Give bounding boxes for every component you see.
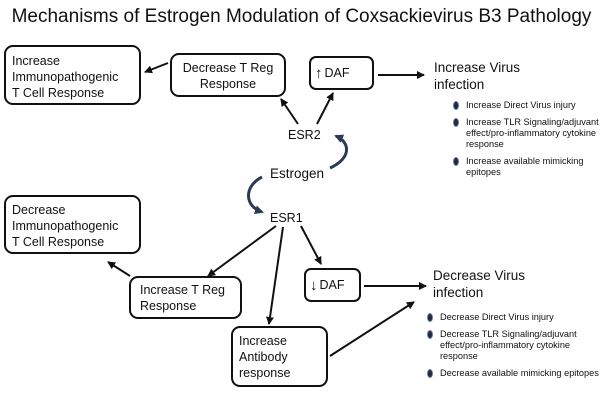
- arrow-esr2-to-dafup: [316, 92, 334, 125]
- arrow-antibody-to-dvirus: [329, 301, 415, 357]
- bullet-icon: [427, 330, 433, 339]
- arrow-esr2-to-dtreg: [280, 98, 299, 125]
- arrow-itreg-to-dimmuno: [107, 261, 131, 277]
- list-item: Decrease TLR Signaling/adjuvant effect/p…: [427, 329, 601, 362]
- list-item: Increase available mimicking epitopes: [453, 156, 601, 178]
- list-item: Increase Direct Virus injury: [453, 100, 601, 111]
- arrow-esr1-to-itreg: [207, 225, 277, 277]
- node-decrease-immunopathogenic: Decrease Immunopathogenic T Cell Respons…: [4, 195, 141, 254]
- decrease-effects-list: Decrease Direct Virus injury Decrease TL…: [427, 312, 601, 385]
- up-arrow-icon: ↑: [315, 64, 323, 82]
- arrow-esr1-to-antibody: [266, 226, 284, 325]
- node-increase-antibody-response: Increase Antibody response: [231, 326, 328, 387]
- diagram-title: Mechanisms of Estrogen Modulation of Cox…: [11, 6, 592, 27]
- node-decrease-virus-infection: Decrease Virus infection: [433, 268, 526, 300]
- bullet-icon: [427, 313, 433, 322]
- list-item: Decrease available mimicking epitopes: [427, 368, 601, 379]
- node-increase-treg: Increase T Reg Response: [129, 276, 242, 319]
- node-esr1: ESR1: [270, 211, 303, 225]
- node-increase-immunopathogenic: Increase Immunopathogenic T Cell Respons…: [4, 45, 141, 105]
- arrow-dtreg-to-iimmuno: [144, 62, 169, 74]
- node-esr2: ESR2: [288, 128, 321, 142]
- arrow-esr1-to-dafdown: [300, 225, 322, 265]
- node-increase-virus-infection: Increase Virus infection: [434, 60, 521, 92]
- node-daf-up: ↑ DAF: [309, 56, 374, 90]
- bullet-icon: [453, 157, 459, 166]
- increase-effects-list: Increase Direct Virus injury Increase TL…: [453, 100, 601, 184]
- bullet-icon: [453, 101, 459, 110]
- node-estrogen: Estrogen: [270, 166, 325, 181]
- bullet-icon: [427, 369, 433, 378]
- arrow-estrogen-to-esr1: [247, 175, 264, 215]
- node-daf-down: ↓ DAF: [304, 268, 361, 302]
- node-decrease-treg: Decrease T Reg Response: [170, 53, 286, 97]
- down-arrow-icon: ↓: [310, 276, 318, 294]
- arrow-estrogen-to-esr2: [329, 134, 348, 170]
- bullet-icon: [453, 118, 459, 127]
- list-item: Decrease Direct Virus injury: [427, 312, 601, 323]
- list-item: Increase TLR Signaling/adjuvant effect/p…: [453, 117, 601, 150]
